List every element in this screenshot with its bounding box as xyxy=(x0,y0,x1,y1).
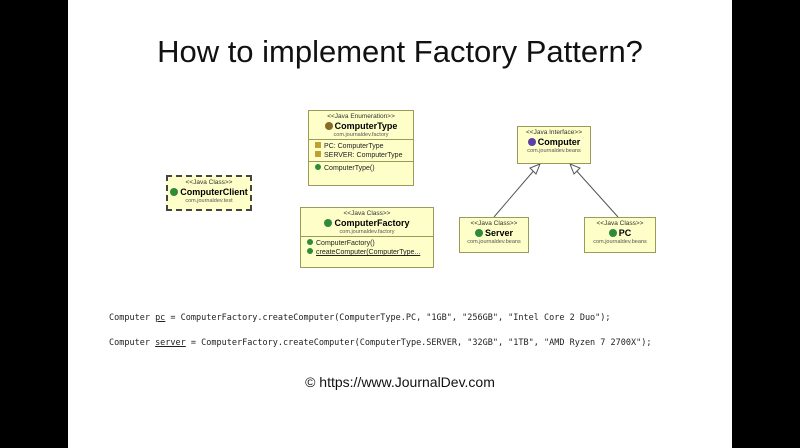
computerfactory-stereotype: <<Java Class>> xyxy=(343,210,391,217)
code-line-pc: Computer pc = ComputerFactory.createComp… xyxy=(109,313,611,323)
computerfactory-name-text: ComputerFactory xyxy=(334,218,410,228)
computerfactory-package: com.journaldev.factory xyxy=(339,229,395,235)
code-suffix: = ComputerFactory.createComputer(Compute… xyxy=(165,313,611,323)
copyright-footer: © https://www.JournalDev.com xyxy=(305,374,495,390)
method-icon xyxy=(307,239,313,245)
pc-package: com.journaldev.beans xyxy=(593,239,647,245)
computerfactory-name: ComputerFactory xyxy=(301,218,433,229)
computerclient-header: <<Java Class>> ComputerClient com.journa… xyxy=(168,177,250,205)
method-text: ComputerType() xyxy=(324,165,375,172)
pc-name: PC xyxy=(585,228,655,239)
server-name: Server xyxy=(460,228,528,239)
class-icon xyxy=(608,229,617,237)
computer-package: com.journaldev.beans xyxy=(527,148,581,154)
computertype-enum-box: <<Java Enumeration>> ComputerType com.jo… xyxy=(308,110,414,186)
interface-icon xyxy=(527,138,536,146)
computerclient-name: ComputerClient xyxy=(168,187,250,198)
computertype-method-constructor: ComputerType() xyxy=(309,164,413,173)
field-icon xyxy=(315,142,321,148)
computer-stereotype: <<Java Interface>> xyxy=(525,129,582,136)
method-icon xyxy=(307,248,313,254)
code-line-server: Computer server = ComputerFactory.create… xyxy=(109,338,651,348)
method-text: ComputerFactory() xyxy=(316,240,375,247)
computertype-stereotype: <<Java Enumeration>> xyxy=(327,113,395,120)
enum-icon xyxy=(324,122,333,130)
server-package: com.journaldev.beans xyxy=(467,239,521,245)
pc-stereotype: <<Java Class>> xyxy=(596,220,644,227)
class-icon xyxy=(324,219,333,227)
server-name-text: Server xyxy=(484,228,514,238)
computer-interface-box: <<Java Interface>> Computer com.journald… xyxy=(517,126,591,164)
computertype-field-pc: PC: ComputerType xyxy=(309,142,413,151)
computerfactory-header: <<Java Class>> ComputerFactory com.journ… xyxy=(301,208,433,236)
computertype-methods: ComputerType() xyxy=(309,161,413,173)
pc-class-box: <<Java Class>> PC com.journaldev.beans xyxy=(584,217,656,253)
computerfactory-method-create: createComputer(ComputerType... xyxy=(301,248,433,257)
computerfactory-method-constructor: ComputerFactory() xyxy=(301,239,433,248)
computerfactory-class-box: <<Java Class>> ComputerFactory com.journ… xyxy=(300,207,434,268)
class-icon xyxy=(474,229,483,237)
code-prefix: Computer xyxy=(109,313,156,323)
code-prefix: Computer xyxy=(109,338,156,348)
field-text: PC: ComputerType xyxy=(324,143,384,150)
code-suffix: = ComputerFactory.createComputer(Compute… xyxy=(185,338,652,348)
computerclient-stereotype: <<Java Class>> xyxy=(185,179,233,186)
method-icon xyxy=(315,164,321,170)
pc-header: <<Java Class>> PC com.journaldev.beans xyxy=(585,218,655,246)
computertype-package: com.journaldev.factory xyxy=(333,132,389,138)
computertype-name: ComputerType xyxy=(309,121,413,132)
computer-header: <<Java Interface>> Computer com.journald… xyxy=(518,127,590,155)
server-class-box: <<Java Class>> Server com.journaldev.bea… xyxy=(459,217,529,253)
field-icon xyxy=(315,151,321,157)
computerclient-package: com.journaldev.test xyxy=(185,198,233,204)
computerclient-class-box: <<Java Class>> ComputerClient com.journa… xyxy=(166,175,252,211)
method-text: createComputer(ComputerType... xyxy=(316,249,421,256)
code-variable: pc xyxy=(155,313,166,323)
server-header: <<Java Class>> Server com.journaldev.bea… xyxy=(460,218,528,246)
computerfactory-methods: ComputerFactory() createComputer(Compute… xyxy=(301,236,433,257)
computertype-field-server: SERVER: ComputerType xyxy=(309,151,413,160)
computer-name: Computer xyxy=(518,137,590,148)
code-variable: server xyxy=(155,338,186,348)
computerclient-name-text: ComputerClient xyxy=(180,187,248,197)
computertype-header: <<Java Enumeration>> ComputerType com.jo… xyxy=(309,111,413,139)
computertype-fields: PC: ComputerType SERVER: ComputerType xyxy=(309,139,413,161)
slide-title: How to implement Factory Pattern? xyxy=(157,34,643,69)
pc-name-text: PC xyxy=(618,228,632,238)
computertype-name-text: ComputerType xyxy=(334,121,398,131)
class-icon xyxy=(170,188,179,196)
computer-name-text: Computer xyxy=(537,137,581,147)
server-stereotype: <<Java Class>> xyxy=(470,220,518,227)
field-text: SERVER: ComputerType xyxy=(324,152,403,159)
